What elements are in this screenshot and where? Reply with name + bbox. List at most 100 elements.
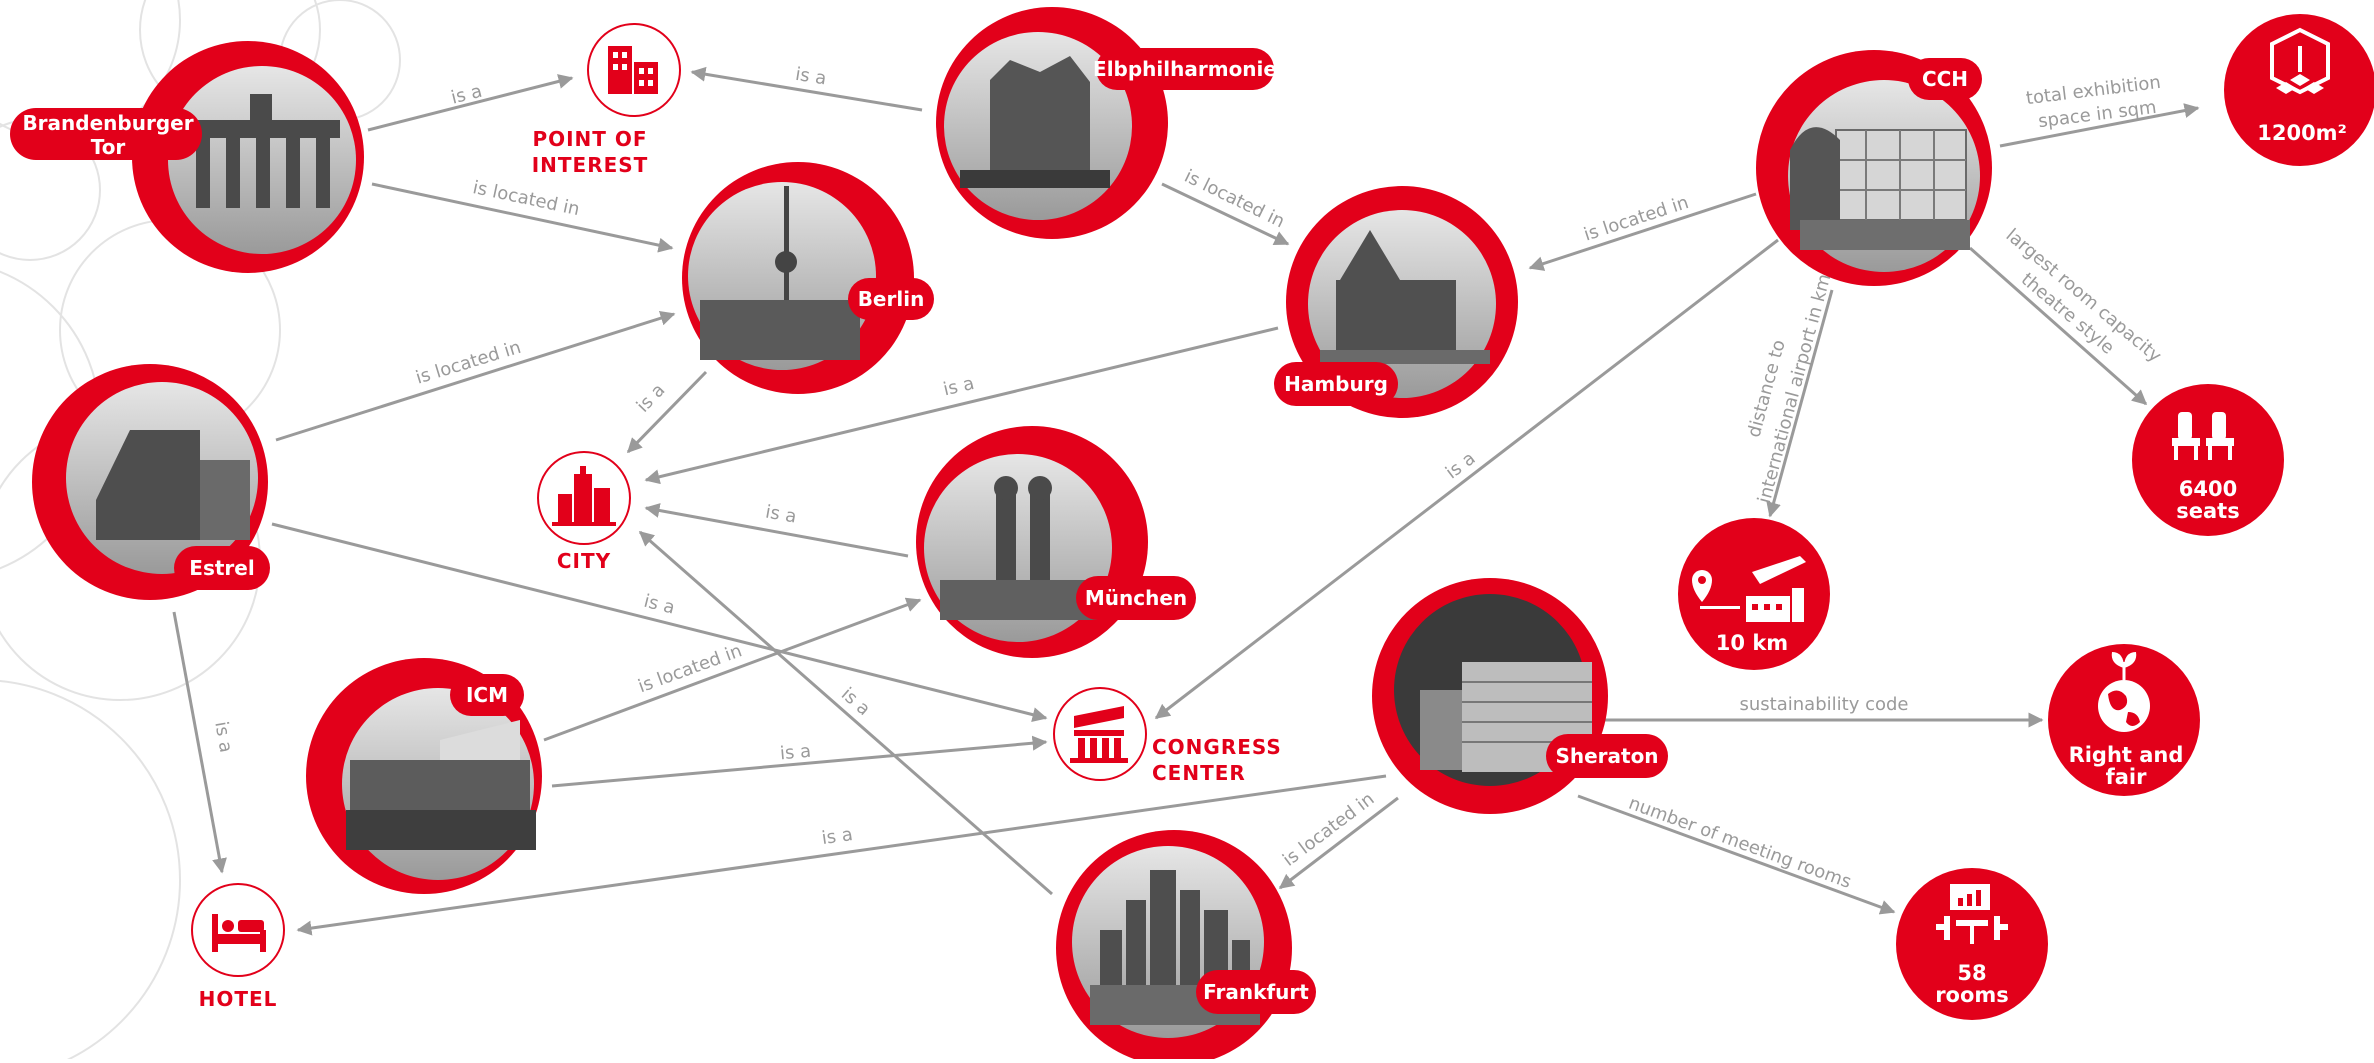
label-pill	[174, 546, 270, 590]
entity-label: Estrel	[189, 556, 254, 580]
tv-tower-silhouette	[700, 186, 860, 360]
theatre-seats-icon	[2172, 412, 2234, 460]
value-exhibition-space[interactable]: 1200m²	[2224, 14, 2374, 166]
frauenkirche-silhouette	[940, 476, 1100, 620]
bed-icon	[212, 914, 266, 952]
edge-label: is a	[210, 720, 236, 754]
exhibition-floor-icon	[2270, 27, 2330, 95]
edge-label: is a	[941, 373, 976, 400]
node-elbphilharmonie[interactable]: Elbphilharmonie	[936, 7, 1277, 239]
value-airport-distance[interactable]: 10 km	[1678, 518, 1830, 670]
node-muenchen[interactable]: München	[916, 426, 1196, 658]
value-label: fair	[2106, 765, 2148, 789]
edge-label: is a	[837, 684, 874, 720]
edge-label: is a	[1442, 448, 1480, 484]
congress-hall-icon	[1070, 706, 1128, 763]
edge-cch-located-hamburg: is located in	[1528, 192, 1757, 271]
value-label: 6400	[2179, 477, 2237, 501]
entity-label: Hamburg	[1284, 372, 1388, 396]
elbphil-silhouette	[960, 56, 1110, 188]
value-seats[interactable]: 6400 seats	[2132, 384, 2284, 536]
entity-label: Berlin	[858, 287, 925, 311]
node-brandenburger-tor[interactable]: Brandenburger Tor	[10, 41, 364, 273]
edge-cch-airport-distance: distance to international airport in km	[1744, 272, 1835, 518]
edge-label: is located in	[1581, 192, 1691, 246]
icm-silhouette	[346, 720, 536, 850]
edge-cch-room-capacity: largest room capacity theatre style	[1969, 225, 2166, 406]
edge-label: is located in	[413, 337, 523, 389]
node-cch[interactable]: CCH	[1756, 50, 1992, 286]
category-label: HOTEL	[199, 987, 278, 1011]
edge-label: is a	[779, 741, 812, 765]
label-pill	[1196, 970, 1316, 1014]
edge-tor-located-berlin: is located in	[371, 177, 674, 253]
entity-label: Sheraton	[1555, 744, 1658, 768]
category-label: INTEREST	[532, 153, 649, 177]
node-berlin[interactable]: Berlin	[682, 162, 934, 394]
value-label: 1200m²	[2257, 121, 2347, 145]
label-pill	[10, 108, 202, 160]
node-sheraton[interactable]: Sheraton	[1372, 578, 1668, 814]
label-pill	[848, 278, 934, 320]
globe-plant-icon	[2098, 652, 2150, 732]
edge-icm-isa-congress: is a	[551, 735, 1048, 788]
edge-tor-isa-poi: is a	[367, 74, 574, 132]
edge-sheraton-sustainability: sustainability code	[1604, 694, 2044, 728]
entity-label: CCH	[1922, 67, 1968, 91]
edge-cch-exhibition-space: total exhibition space in sqm	[1999, 72, 2200, 148]
category-congress-center[interactable]: CONGRESS CENTER	[1053, 687, 1282, 785]
entity-label: ICM	[466, 683, 508, 707]
node-icm[interactable]: ICM	[306, 658, 542, 894]
gate-silhouette	[190, 94, 340, 208]
category-city[interactable]: CITY	[537, 451, 631, 573]
city-skyline-icon	[552, 466, 616, 526]
label-pill	[450, 674, 524, 716]
edge-estrel-located-berlin: is located in	[275, 310, 676, 442]
edge-label: is located in	[471, 177, 582, 220]
value-meeting-rooms[interactable]: 58 rooms	[1896, 868, 2048, 1020]
value-label: 58	[1957, 961, 1986, 985]
entity-label: München	[1085, 586, 1187, 610]
edge-label: is a	[633, 380, 670, 417]
category-point-of-interest[interactable]: POINT OF INTEREST	[532, 23, 681, 177]
label-pill	[1546, 734, 1668, 778]
edge-sheraton-isa-hotel: is a	[296, 774, 1387, 936]
edge-label: is located in	[635, 640, 744, 697]
category-hotel[interactable]: HOTEL	[191, 883, 285, 1011]
category-label: POINT OF	[532, 127, 647, 151]
edge-label: is a	[449, 81, 484, 109]
speicherstadt-silhouette	[1320, 230, 1490, 364]
building-icon	[608, 46, 658, 94]
edge-berlin-isa-city: is a	[626, 370, 708, 454]
label-pill	[1908, 58, 1982, 100]
entity-label: Elbphilharmonie	[1093, 57, 1277, 81]
value-label: Right and	[2069, 743, 2184, 767]
edge-label: sustainability code	[1740, 694, 1909, 715]
label-pill	[1274, 362, 1398, 406]
entity-label: Frankfurt	[1203, 980, 1309, 1004]
value-label: seats	[2176, 499, 2239, 523]
node-estrel[interactable]: Estrel	[32, 364, 270, 600]
label-pill	[1076, 576, 1196, 620]
edge-label: number of meeting rooms	[1626, 793, 1854, 893]
edge-elbphil-located-hamburg: is located in	[1161, 166, 1290, 246]
edge-label: is a	[764, 502, 798, 528]
entity-label: Brandenburger	[22, 111, 193, 135]
value-sustainability[interactable]: Right and fair	[2048, 644, 2200, 796]
edge-label: is located in	[1279, 789, 1378, 871]
category-label: CITY	[557, 549, 611, 573]
node-frankfurt[interactable]: Frankfurt	[1056, 830, 1316, 1063]
category-label: CENTER	[1152, 761, 1246, 785]
cch-building-silhouette	[1790, 127, 1970, 250]
meeting-room-icon	[1936, 884, 2008, 944]
entity-label: Tor	[91, 135, 126, 159]
edge-label: is a	[642, 591, 677, 619]
category-label: CONGRESS	[1152, 735, 1282, 759]
airport-icon	[1692, 556, 1806, 622]
node-hamburg[interactable]: Hamburg	[1274, 186, 1518, 418]
edge-label: is a	[794, 64, 828, 90]
edge-icm-located-muenchen: is located in	[543, 597, 922, 742]
edge-sheraton-located-frankfurt: is located in	[1278, 789, 1399, 890]
